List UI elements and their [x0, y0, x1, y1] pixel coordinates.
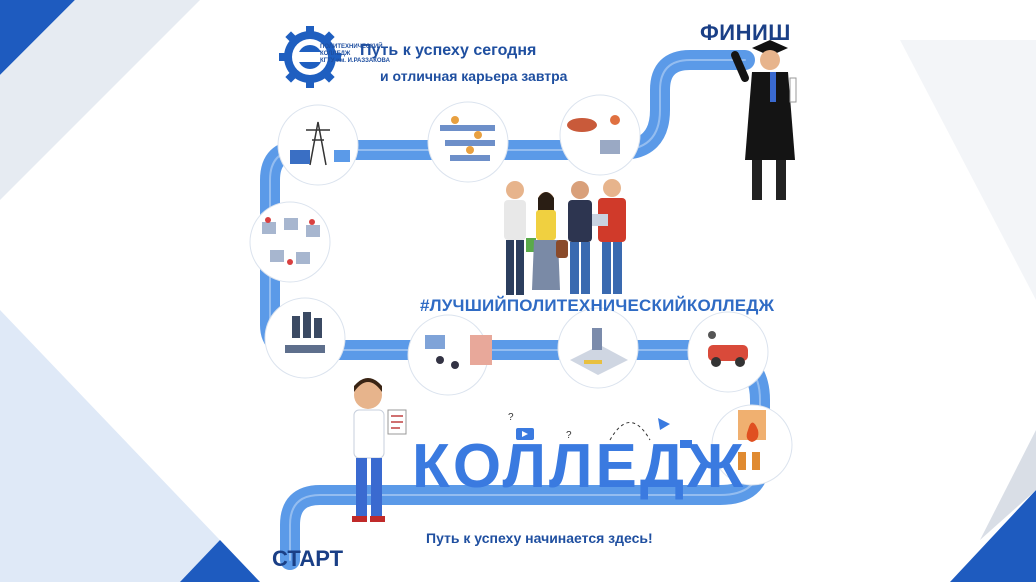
server-icon	[285, 312, 325, 353]
corner-bottom-right-blue	[950, 490, 1036, 582]
logo-line2: КГТУ им. И.РАЗЗАКОВА	[320, 58, 390, 64]
factory-line-icon	[440, 116, 495, 161]
corner-bottom-left-light	[0, 310, 260, 582]
car-icon	[708, 331, 748, 367]
logo-caption: ПОЛИТЕХНИЧЕСКИЙ КОЛЛЕДЖ КГТУ им. И.РАЗЗА…	[320, 44, 390, 65]
workstations-icon	[262, 218, 320, 264]
hashtag-label: #ЛУЧШИЙПОЛИТЕХНИЧЕСКИЙКОЛЛЕДЖ	[420, 296, 775, 315]
student-4	[592, 179, 626, 294]
svg-text:?: ?	[566, 430, 572, 441]
svg-text:?: ?	[508, 412, 514, 423]
background-shade	[900, 40, 1036, 300]
corner-bottom-right-grey	[980, 430, 1036, 540]
student-2	[532, 192, 560, 290]
student-1	[504, 181, 536, 295]
corner-top-left-grey	[0, 0, 200, 200]
office-people-icon	[425, 335, 492, 369]
title-line2: и отличная карьера завтра	[380, 68, 568, 84]
title-line1: Путь к успеху сегодня	[360, 42, 537, 59]
power-tower-icon	[306, 121, 330, 166]
finish-label: ФИНИШ	[700, 20, 791, 45]
corner-bottom-left-blue	[180, 540, 260, 582]
firefighters-illustration	[711, 404, 793, 486]
energy-illustration	[277, 104, 359, 186]
students-group-illustration	[504, 179, 626, 295]
career-illustrations	[249, 94, 793, 486]
graduate-illustration	[731, 40, 797, 200]
student-3	[556, 181, 592, 294]
building-plan-icon	[570, 328, 628, 375]
tagline: Путь к успеху начинается здесь!	[426, 530, 653, 546]
college-word: КОЛЛЕДЖ	[412, 432, 747, 501]
it-workers-illustration	[249, 201, 331, 283]
start-label: СТАРТ	[272, 546, 344, 571]
fire-icon	[738, 410, 766, 470]
college-scene-icons: ? ?	[508, 412, 692, 448]
food-service-illustration	[559, 94, 641, 176]
start-student-illustration	[352, 378, 407, 522]
logo-line1: ПОЛИТЕХНИЧЕСКИЙ КОЛЛЕДЖ	[320, 44, 383, 57]
food-icon	[567, 115, 620, 154]
